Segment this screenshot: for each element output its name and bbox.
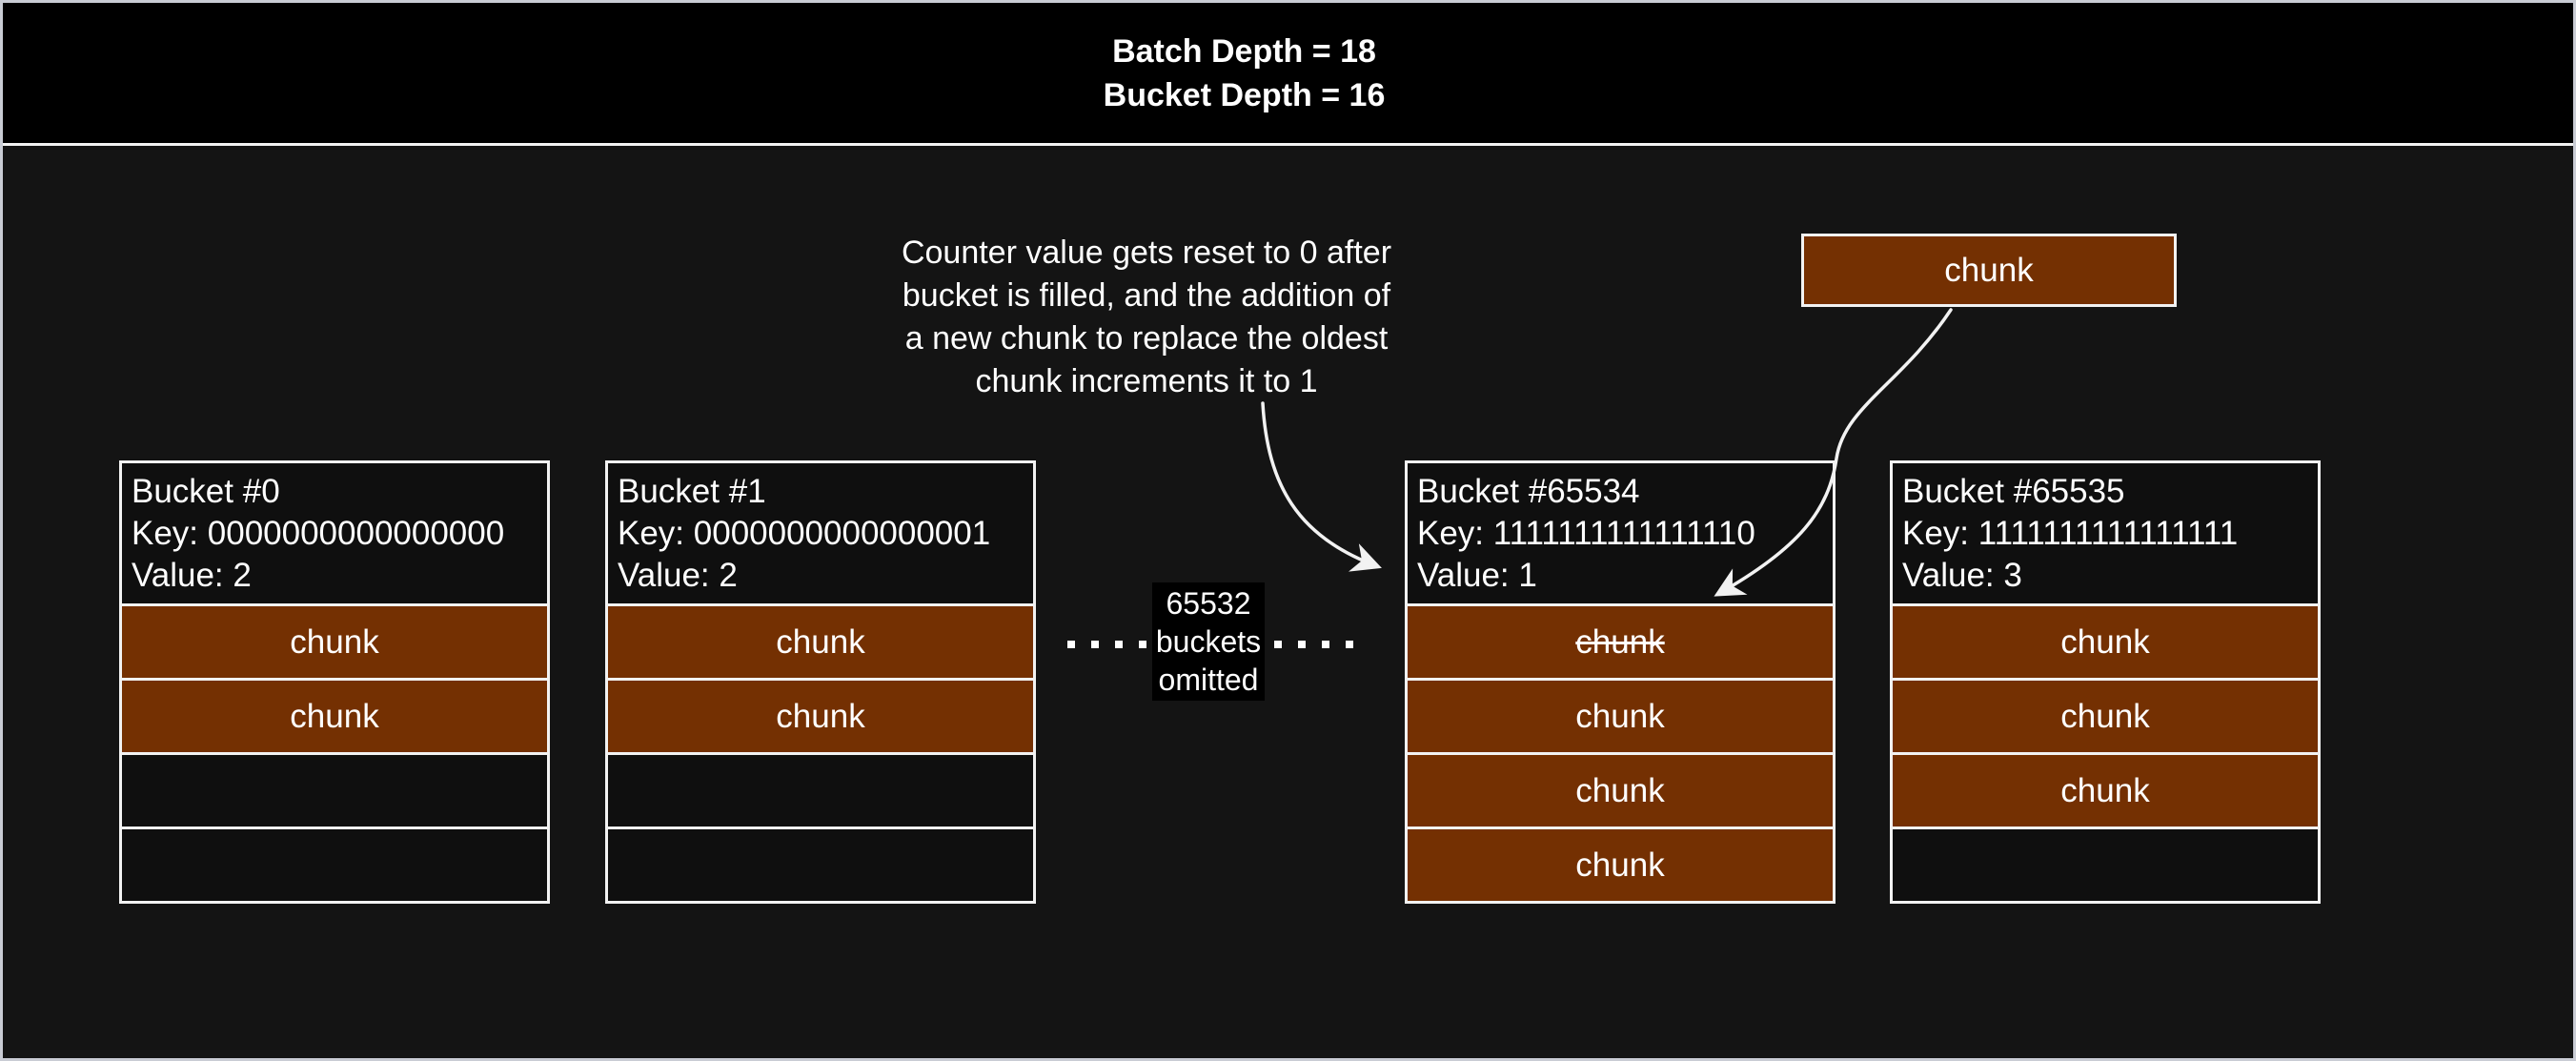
- chunk-label: chunk: [776, 697, 865, 735]
- chunk-slot-empty: [608, 826, 1033, 901]
- bucket-key: Key: 1111111111111110: [1417, 515, 1755, 552]
- dot-icon: [1322, 641, 1329, 648]
- dot-icon: [1346, 641, 1353, 648]
- note-line-4: chunk increments it to 1: [975, 363, 1318, 399]
- bucket-value: Value: 3: [1902, 557, 2022, 594]
- bucket-value: Value: 2: [132, 557, 252, 594]
- ellipsis-dots-left: [1067, 641, 1146, 648]
- chunk-slot-filled: chunk: [122, 678, 547, 752]
- chunk-slot-filled: chunk: [1893, 678, 2318, 752]
- chunk-slot-empty: [122, 826, 547, 901]
- title-line-batch-depth: Batch Depth = 18: [1112, 32, 1376, 70]
- bucket-value: Value: 1: [1417, 557, 1537, 594]
- omitted-line-2: buckets: [1155, 624, 1262, 659]
- chunk-slot-filled: chunk: [608, 678, 1033, 752]
- chunk-slot-filled: chunk: [1408, 826, 1833, 901]
- chunk-slot-filled: chunk: [122, 603, 547, 678]
- chunk-label: chunk: [2060, 771, 2150, 809]
- bucket-value: Value: 2: [618, 557, 738, 594]
- dot-icon: [1115, 641, 1123, 648]
- note-line-1: Counter value gets reset to 0 after: [901, 235, 1392, 271]
- omitted-line-1: 65532: [1166, 586, 1251, 621]
- chunk-label: chunk: [2060, 697, 2150, 735]
- dot-icon: [1298, 641, 1306, 648]
- chunk-label: chunk: [1575, 697, 1665, 735]
- chunk-slot-filled: chunk: [1408, 603, 1833, 678]
- chunk-label: chunk: [1575, 846, 1665, 884]
- counter-reset-arrow: [1261, 401, 1382, 572]
- bucket-key: Key: 1111111111111111: [1902, 515, 2239, 552]
- chunk-label: chunk: [1944, 251, 2034, 289]
- chunk-label: chunk: [776, 622, 865, 661]
- bucket-title: Bucket #1: [618, 473, 766, 510]
- title-bar: Batch Depth = 18 Bucket Depth = 16: [3, 3, 2573, 146]
- chunk-slot-filled: chunk: [608, 603, 1033, 678]
- dot-icon: [1091, 641, 1099, 648]
- chunk-slot-filled: chunk: [1408, 678, 1833, 752]
- counter-reset-note: Counter value gets reset to 0 after bucke…: [861, 232, 1432, 403]
- chunk-slot-filled: chunk: [1893, 603, 2318, 678]
- chunk-slot-filled: chunk: [1893, 752, 2318, 826]
- ellipsis-dots-right: [1274, 641, 1353, 648]
- chunk-label: chunk: [1575, 771, 1665, 809]
- title-line-bucket-depth: Bucket Depth = 16: [1103, 76, 1386, 113]
- chunk-label: chunk: [1575, 622, 1665, 661]
- bucket-title: Bucket #0: [132, 473, 280, 510]
- chunk-slot-empty: [122, 752, 547, 826]
- incoming-chunk-box: chunk: [1801, 234, 2177, 307]
- chunk-label: chunk: [2060, 622, 2150, 661]
- chunk-label: chunk: [290, 622, 379, 661]
- chunk-label: chunk: [290, 697, 379, 735]
- omitted-line-3: omitted: [1158, 663, 1259, 697]
- bucket-key: Key: 0000000000000000: [132, 515, 505, 552]
- bucket-key: Key: 0000000000000001: [618, 515, 991, 552]
- chunk-slot-empty: [608, 752, 1033, 826]
- note-line-3: a new chunk to replace the oldest: [904, 320, 1389, 357]
- chunk-slot-filled: chunk: [1408, 752, 1833, 826]
- dot-icon: [1139, 641, 1146, 648]
- note-line-2: bucket is filled, and the addition of: [902, 277, 1391, 314]
- dot-icon: [1274, 641, 1282, 648]
- chunk-slot-empty: [1893, 826, 2318, 901]
- bucket-title: Bucket #65535: [1902, 473, 2125, 510]
- bucket-title: Bucket #65534: [1417, 473, 1640, 510]
- dot-icon: [1067, 641, 1075, 648]
